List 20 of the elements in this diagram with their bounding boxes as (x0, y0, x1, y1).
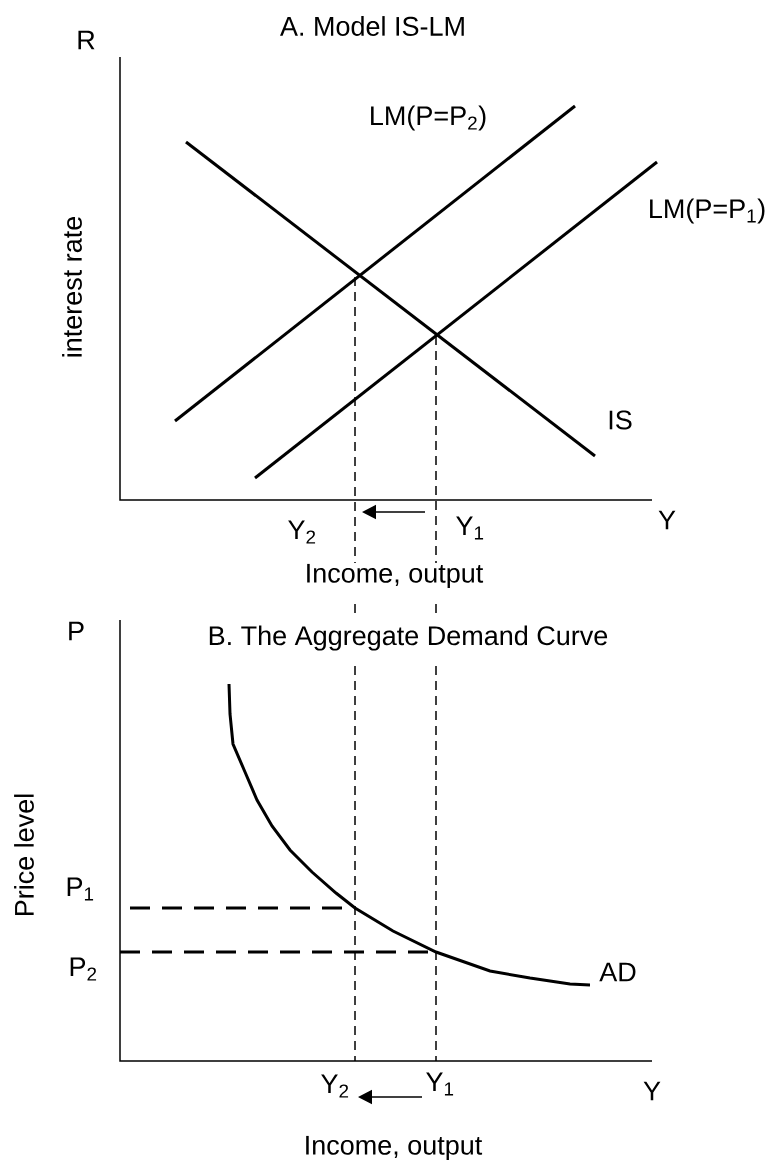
axis-tick-label: Y$_{2}$ (321, 1074, 349, 1098)
axis-label: Income, output (306, 1135, 483, 1161)
curve-label: IS (609, 410, 632, 430)
panel-title: B. The Aggregate Demand Curve (209, 625, 608, 651)
axis-label: Price level (14, 794, 34, 916)
axis-tick-label: Y$_{1}$ (426, 1072, 454, 1096)
axis-label: Y (658, 510, 676, 530)
axis-label: interest rate (62, 216, 82, 357)
panel-title: A. Model IS-LM (280, 16, 464, 36)
axis-tick-label: P$_{1}$ (67, 877, 94, 901)
curve-label: AD (599, 962, 636, 982)
axis-label: Y (643, 1081, 661, 1101)
axis-label: R (78, 30, 95, 50)
curve-label: LM(P=P$_{1}$) (650, 198, 765, 224)
axis-label: Income, output (307, 563, 484, 589)
axis-tick-label: P$_{2}$ (70, 957, 97, 981)
axis-tick-label: Y$_{1}$ (456, 516, 484, 540)
axis-tick-label: Y$_{2}$ (288, 520, 316, 544)
curve-label: LM(P=P$_{2}$) (371, 105, 486, 131)
axis-label: P (69, 621, 84, 641)
